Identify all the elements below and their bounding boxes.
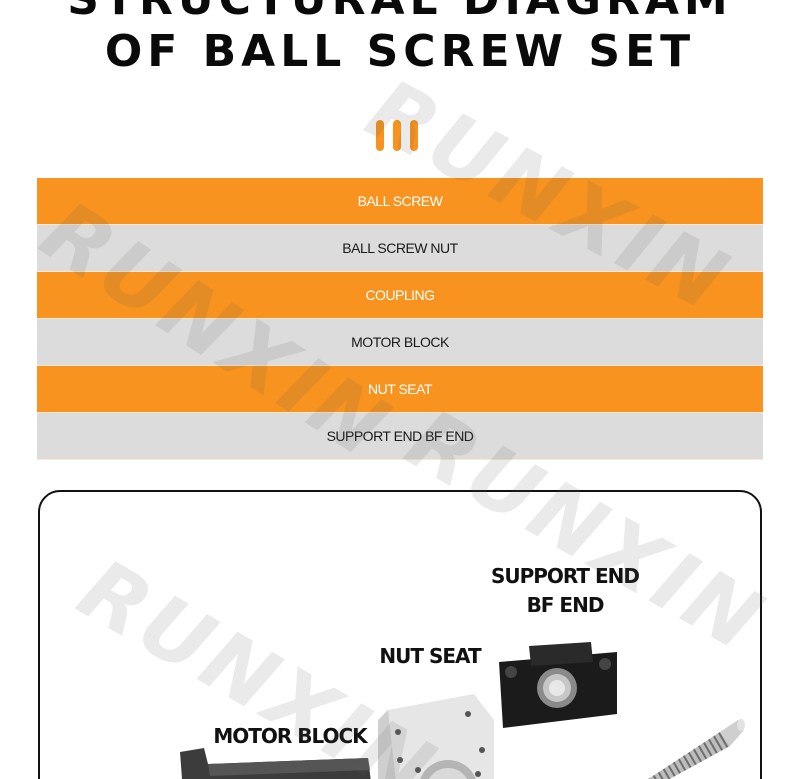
- three-bars-divider-icon: [376, 120, 418, 151]
- list-item-ball-screw: BALL SCREW: [37, 178, 763, 225]
- nut-seat-label: NUT SEAT: [379, 644, 481, 668]
- list-item-support-end: SUPPORT END BF END: [37, 413, 763, 460]
- title-line-2: OF BALL SCREW SET: [104, 26, 696, 77]
- component-list: BALL SCREW BALL SCREW NUT COUPLING MOTOR…: [37, 178, 763, 460]
- title-line-1: STRUCTURAL DIAGRAM: [0, 0, 800, 22]
- support-end-label-line1: SUPPORT END: [490, 564, 640, 588]
- motor-block-label: MOTOR BLOCK: [213, 724, 367, 748]
- support-end-bf-illustration: [499, 642, 617, 728]
- list-item-ball-screw-nut: BALL SCREW NUT: [37, 225, 763, 272]
- list-item-motor-block: MOTOR BLOCK: [37, 319, 763, 366]
- bar-1: [376, 120, 384, 151]
- nut-seat-illustration: [378, 694, 494, 779]
- bar-2: [393, 120, 401, 151]
- ball-screw-illustration: [648, 719, 745, 779]
- support-end-label: SUPPORT END BF END: [480, 562, 650, 620]
- motor-block-illustration: [180, 748, 371, 779]
- bar-3: [410, 120, 418, 151]
- support-end-label-line2: BF END: [526, 593, 605, 617]
- parts-diagram-panel: SUPPORT END BF END NUT SEAT MOTOR BLOCK: [38, 490, 762, 779]
- list-item-coupling: COUPLING: [37, 272, 763, 319]
- list-item-nut-seat: NUT SEAT: [37, 366, 763, 413]
